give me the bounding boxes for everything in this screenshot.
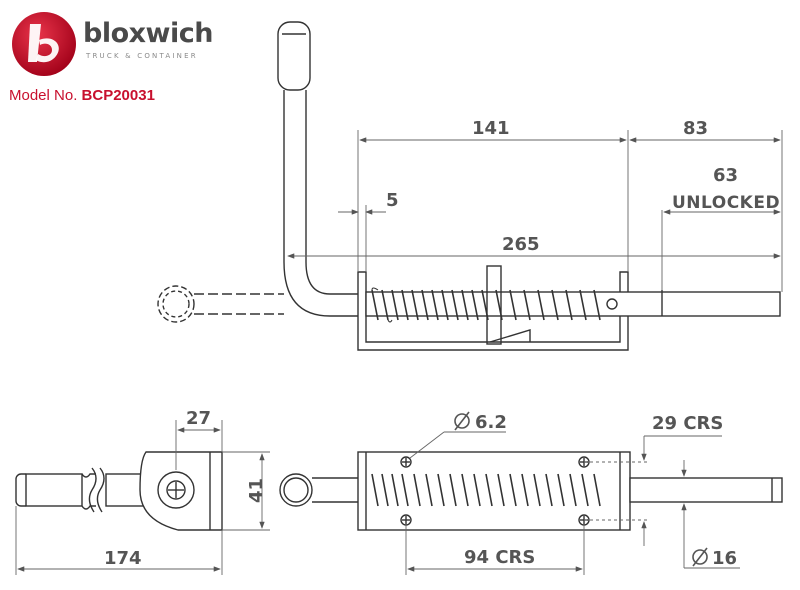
spring [371, 289, 601, 321]
dim-174: 174 [104, 548, 142, 569]
dim-83: 83 [683, 118, 708, 139]
dim-unlocked-label: UNLOCKED [672, 193, 780, 213]
end-view [15, 451, 223, 531]
dim-29-crs: 29 CRS [652, 413, 723, 434]
model-label: Model No. [9, 87, 78, 104]
handle-grip [277, 21, 311, 91]
dia-symbol-16 [692, 547, 708, 567]
side-view [157, 21, 781, 351]
dimensions-side [287, 130, 783, 292]
spring-top-view [371, 473, 601, 507]
dim-dia-16: 16 [712, 548, 737, 569]
dimensions-top [405, 431, 740, 575]
dim-27: 27 [186, 408, 211, 429]
model-value: BCP20031 [81, 87, 155, 104]
dim-63: 63 [713, 165, 738, 186]
brand-tagline: TRUCK & CONTAINER [86, 52, 198, 60]
dim-141: 141 [472, 118, 510, 139]
mounting-hole [400, 456, 412, 468]
handle-shaft [283, 90, 360, 317]
dim-265: 265 [502, 234, 540, 255]
header: bloxwich TRUCK & CONTAINER Model No. BCP… [0, 0, 260, 110]
dim-41: 41 [246, 478, 267, 503]
dim-5: 5 [386, 190, 399, 211]
top-view [279, 451, 783, 531]
dia-symbol-62 [454, 411, 470, 431]
bloxwich-logo-icon [12, 12, 76, 76]
dim-dia-6-2: 6.2 [475, 412, 507, 433]
brand-name: bloxwich [83, 18, 213, 49]
dimensions-end [15, 420, 270, 575]
dim-94-crs: 94 CRS [464, 547, 535, 568]
phantom-ring [157, 285, 195, 323]
model-number: Model No. BCP20031 [9, 87, 155, 104]
bolt-pin [365, 291, 781, 317]
clevis-body [139, 451, 223, 531]
